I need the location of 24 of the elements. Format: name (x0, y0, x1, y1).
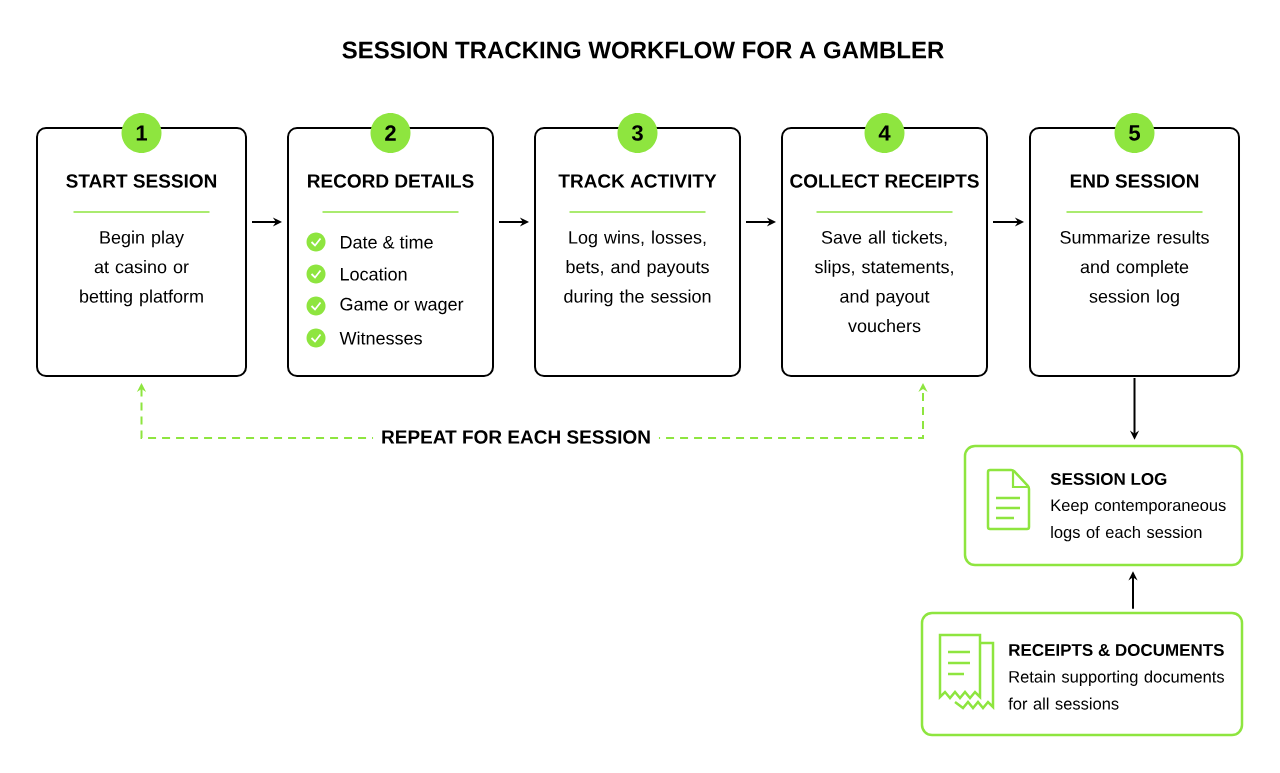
checklist-item: Game or wager (340, 297, 464, 315)
step-number-badge: 5 (1114, 113, 1155, 153)
step-description: Begin play at casino or betting platform (80, 230, 203, 307)
title: SESSION TRACKING WORKFLOW FOR A GAMBLER (342, 41, 944, 59)
step-description: Summarize results and complete session log (1060, 230, 1209, 307)
step-description: Log wins, losses, bets, and payouts during the session (564, 230, 711, 307)
step-title: END SESSION (1070, 174, 1199, 188)
checklist-item: Location (341, 267, 407, 281)
card-title: RECEIPTS & DOCUMENTS (1009, 643, 1224, 656)
step-number-badge: 1 (121, 113, 162, 153)
checklist-item: Date & time (341, 235, 433, 249)
step-title: RECORD DETAILS (308, 174, 474, 188)
step-title: START SESSION (66, 174, 217, 188)
step-description: Save all tickets, slips, statements, and payout vouchers (815, 230, 953, 333)
checklist-item: Witnesses (339, 331, 422, 345)
step-number-badge: 4 (864, 113, 905, 153)
step-number-badge: 2 (370, 113, 411, 153)
step-title: COLLECT RECEIPTS (790, 174, 979, 188)
card-description: Keep contemporaneous logs of each session (1051, 499, 1226, 542)
step-number-badge: 3 (617, 113, 658, 153)
card-title: SESSION LOG (1050, 473, 1167, 485)
edge-label: REPEAT FOR EACH SESSION (373, 426, 659, 448)
card-description: Retain supporting documents for all sessions (1008, 670, 1224, 710)
step-title: TRACK ACTIVITY (558, 174, 717, 188)
